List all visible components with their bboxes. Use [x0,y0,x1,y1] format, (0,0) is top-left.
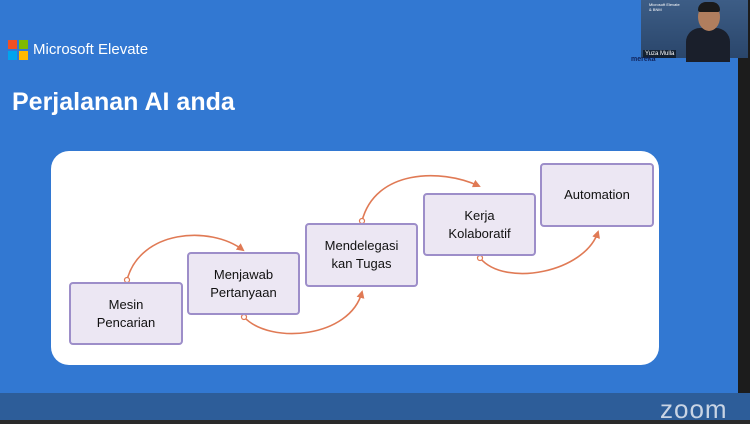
arrow-dot [476,254,484,262]
slide-title: Perjalanan AI anda [12,88,235,116]
org-label: mereka [631,56,656,63]
arrow-dot [240,313,248,321]
step-label-line: Automation [564,187,630,202]
zoom-watermark: zoom [660,394,728,424]
step-label-line: Pertanyaan [210,284,277,300]
step-label-line: Mesin [108,296,144,312]
step-label-line: Mendelegasi [324,238,399,253]
arrow-3 [361,174,481,222]
participant-hair [698,2,720,12]
step-mendelegasikan-tugas: Mendelegasi kan Tugas [305,223,418,287]
arrow-4 [479,230,600,275]
brand-name: Microsoft Elevate [33,41,149,58]
step-label-line: Kolaboratif [448,225,511,241]
video-overlay-text: Microsoft Elevate & BNM [649,2,680,12]
step-menjawab-pertanyaan: Menjawab Pertanyaan [187,252,300,315]
arrow-1 [126,234,245,281]
participant-body [686,28,730,62]
screen-bottom-bar [0,393,750,420]
participant-name: Yuza Mulla [643,50,677,58]
arrow-2 [243,290,365,335]
step-label-line: Kerja [464,207,495,223]
step-label-line: Menjawab [213,266,274,282]
screen-edge [738,0,750,420]
step-mesin-pencarian: Mesin Pencarian [69,282,183,345]
step-label-line: kan Tugas [331,256,392,271]
step-kerja-kolaboratif: Kerja Kolaboratif [423,193,536,256]
step-automation: Automation [540,163,654,227]
step-label-line: Pencarian [96,314,156,330]
microsoft-logo-icon [8,40,28,60]
